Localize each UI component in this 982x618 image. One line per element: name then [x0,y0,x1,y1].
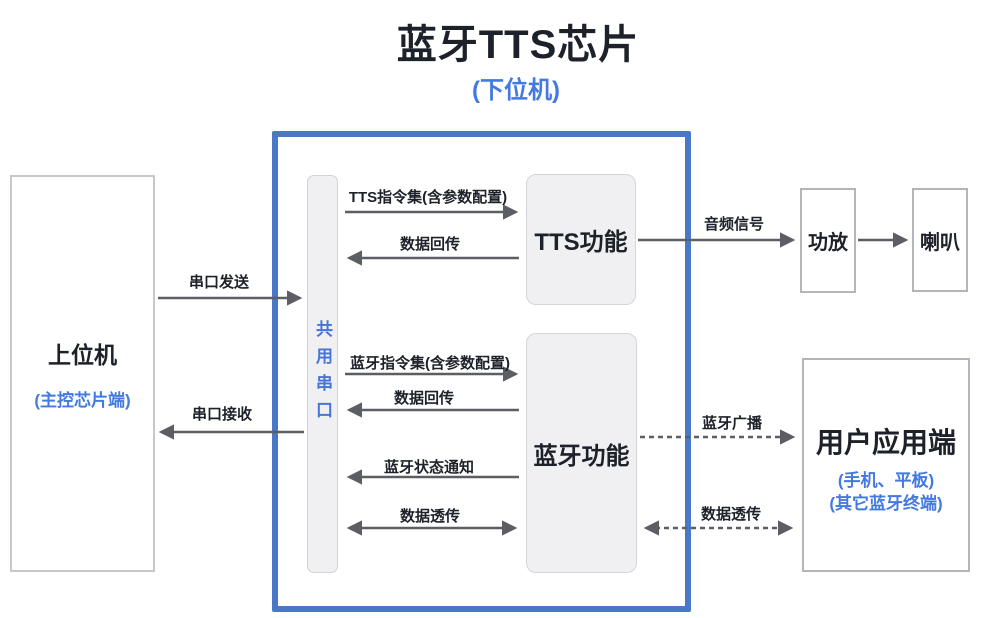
node-speaker-label: 喇叭 [920,231,960,254]
node-host-label: 上位机 [48,342,117,368]
edge-label-tts-command-set: TTS指令集(含参数配置) [348,189,508,206]
page-title: 蓝牙TTS芯片 [396,23,640,67]
node-amplifier-label: 功放 [808,232,848,254]
node-tts-function-label: TTS功能 [534,229,628,256]
edge-label-tts-data-return: 数据回传 [399,236,461,253]
node-host-sublabel: (主控芯片端) [34,391,131,410]
node-user-application-label: 用户应用端 [815,427,956,458]
node-shared-uart-label: 共用串口 [313,320,332,428]
node-amplifier: 功放 [800,188,856,293]
node-tts-function: TTS功能 [526,174,636,305]
node-speaker: 喇叭 [912,188,968,292]
edge-label-bt-data-return: 数据回传 [393,390,455,407]
edge-label-audio-signal: 音频信号 [703,216,765,233]
edge-label-bt-broadcast: 蓝牙广播 [701,415,763,432]
page-subtitle: (下位机) [472,77,560,104]
node-user-application-sublabel-2: (其它蓝牙终端) [829,494,943,513]
edge-label-bt-data-passthrough: 数据透传 [399,508,461,525]
edge-label-uart-send: 串口发送 [188,274,250,291]
node-bluetooth-function: 蓝牙功能 [526,333,637,573]
edge-label-bt-status-notify: 蓝牙状态通知 [383,459,475,476]
node-user-application: 用户应用端 (手机、平板) (其它蓝牙终端) [802,358,970,572]
chip-boundary-box [272,131,691,612]
node-shared-uart: 共用串口 [307,175,338,573]
node-host: 上位机 (主控芯片端) [10,175,155,572]
edge-label-uart-receive: 串口接收 [191,406,253,423]
edge-label-ext-data-passthrough: 数据透传 [700,506,762,523]
node-user-application-sublabel-1: (手机、平板) [837,471,935,490]
node-bluetooth-function-label: 蓝牙功能 [533,442,630,470]
edge-label-bt-command-set: 蓝牙指令集(含参数配置) [350,355,510,372]
